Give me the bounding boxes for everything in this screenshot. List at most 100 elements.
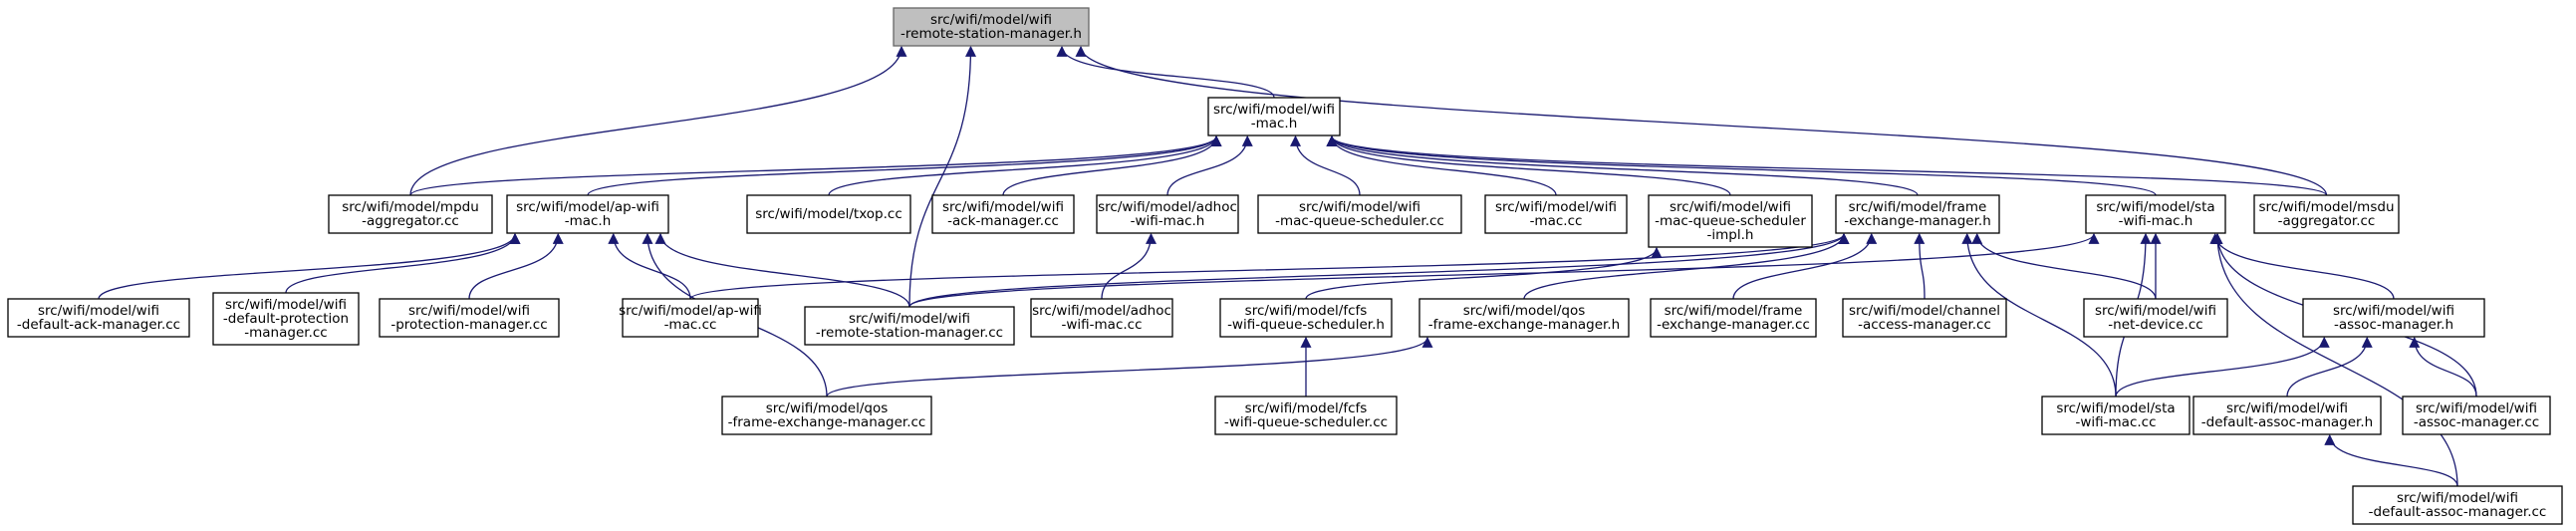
file-node[interactable]: src/wifi/model/adhoc-wifi-mac.h bbox=[1096, 194, 1239, 234]
dependency-edge bbox=[2209, 232, 2395, 300]
file-node[interactable]: src/wifi/model/wifi-assoc-manager.cc bbox=[2402, 396, 2551, 435]
root-file-node[interactable]: src/wifi/model/wifi-remote-station-manag… bbox=[893, 7, 1090, 47]
node-label: src/wifi/model/qos bbox=[766, 400, 889, 416]
file-node[interactable]: src/wifi/model/wifi-ack-manager.cc bbox=[931, 194, 1075, 234]
node-label: -wifi-mac.h bbox=[1131, 213, 1205, 229]
node-box bbox=[893, 7, 1090, 47]
node-label: -mac.h bbox=[1251, 116, 1298, 132]
node-label: src/wifi/model/fcfs bbox=[1245, 400, 1368, 416]
node-label: -net-device.cc bbox=[2108, 317, 2202, 333]
dependency-edge bbox=[1326, 134, 1557, 196]
node-box bbox=[1648, 194, 1813, 248]
node-label: -mac-queue-scheduler bbox=[1655, 213, 1806, 229]
dependency-edge bbox=[1002, 134, 1222, 196]
file-node[interactable]: src/wifi/model/wifi-default-ack-manager.… bbox=[7, 298, 190, 338]
node-label: -default-protection bbox=[223, 311, 349, 327]
file-node[interactable]: src/wifi/model/wifi-mac.cc bbox=[1484, 194, 1628, 234]
node-box bbox=[1650, 298, 1817, 338]
file-node[interactable]: src/wifi/model/fcfs-wifi-queue-scheduler… bbox=[1219, 298, 1393, 338]
file-node[interactable]: src/wifi/model/wifi-default-assoc-manage… bbox=[2352, 485, 2563, 525]
node-box bbox=[2192, 396, 2382, 435]
node-label: -impl.h bbox=[1707, 227, 1754, 243]
file-node[interactable]: src/wifi/model/msdu-aggregator.cc bbox=[2253, 194, 2400, 234]
node-box bbox=[2402, 396, 2551, 435]
node-label: -default-assoc-manager.h bbox=[2201, 414, 2373, 430]
node-label: src/wifi/model/fcfs bbox=[1245, 303, 1368, 319]
dependency-edge bbox=[1166, 134, 1253, 196]
file-node[interactable]: src/wifi/model/frame-exchange-manager.h bbox=[1835, 194, 2000, 234]
node-label: src/wifi/model/frame bbox=[1665, 303, 1803, 319]
node-box bbox=[1030, 298, 1173, 338]
dependency-edge bbox=[908, 232, 1850, 308]
node-label: -assoc-manager.h bbox=[2334, 317, 2453, 333]
dependency-edge bbox=[409, 134, 1222, 196]
file-node[interactable]: src/wifi/model/adhoc-wifi-mac.cc bbox=[1030, 298, 1173, 338]
node-label: -default-ack-manager.cc bbox=[17, 317, 180, 333]
node-label: -exchange-manager.cc bbox=[1657, 317, 1810, 333]
dependency-edge bbox=[1961, 232, 2117, 398]
dependency-edge bbox=[608, 232, 691, 300]
file-node[interactable]: src/wifi/model/channel-access-manager.cc bbox=[1842, 298, 2007, 338]
node-box bbox=[931, 194, 1075, 234]
file-node[interactable]: src/wifi/model/frame-exchange-manager.cc bbox=[1650, 298, 1817, 338]
dependency-edge bbox=[587, 134, 1222, 196]
dependency-edge bbox=[1305, 246, 1663, 300]
node-box bbox=[1484, 194, 1628, 234]
node-box bbox=[2085, 194, 2226, 234]
file-node[interactable]: src/wifi/model/wifi-default-protection-m… bbox=[212, 292, 360, 346]
node-label: src/wifi/model/wifi bbox=[38, 303, 159, 319]
file-node[interactable]: src/wifi/model/wifi-assoc-manager.h bbox=[2302, 298, 2485, 338]
node-box bbox=[622, 298, 759, 338]
dependency-edge bbox=[1326, 134, 2157, 196]
file-node[interactable]: src/wifi/model/qos-frame-exchange-manage… bbox=[721, 396, 932, 435]
node-label: -mac-queue-scheduler.cc bbox=[1275, 213, 1444, 229]
file-node[interactable]: src/wifi/model/wifi-mac-queue-scheduler.… bbox=[1257, 194, 1462, 234]
node-label: src/wifi/model/sta bbox=[2096, 199, 2214, 215]
dependency-edge bbox=[908, 45, 976, 308]
file-node[interactable]: src/wifi/model/wifi-protection-manager.c… bbox=[379, 298, 560, 338]
file-node[interactable]: src/wifi/model/sta-wifi-mac.h bbox=[2085, 194, 2226, 234]
file-node[interactable]: src/wifi/model/mpdu-aggregator.cc bbox=[328, 194, 493, 234]
node-box bbox=[328, 194, 493, 234]
node-label: -access-manager.cc bbox=[1858, 317, 1991, 333]
node-box bbox=[212, 292, 360, 346]
node-label: -wifi-queue-scheduler.h bbox=[1227, 317, 1385, 333]
dependency-edge bbox=[1075, 45, 2328, 196]
node-box bbox=[1214, 396, 1398, 435]
file-node[interactable]: src/wifi/model/wifi-mac-queue-scheduler-… bbox=[1648, 194, 1813, 248]
node-label: -ack-manager.cc bbox=[947, 213, 1059, 229]
node-label: -wifi-mac.cc bbox=[2075, 414, 2156, 430]
node-box bbox=[721, 396, 932, 435]
node-label: src/wifi/model/ap-wifi bbox=[516, 199, 659, 215]
node-label: src/wifi/model/wifi bbox=[1495, 199, 1617, 215]
node-label: src/wifi/model/qos bbox=[1463, 303, 1586, 319]
node-box bbox=[1835, 194, 2000, 234]
dependency-edge bbox=[2409, 336, 2477, 398]
node-box bbox=[746, 194, 911, 234]
node-label: src/wifi/model/wifi bbox=[1213, 102, 1335, 118]
file-node[interactable]: src/wifi/model/qos-frame-exchange-manage… bbox=[1418, 298, 1630, 338]
file-node[interactable]: src/wifi/model/wifi-mac.h bbox=[1207, 97, 1341, 136]
file-node[interactable]: src/wifi/model/ap-wifi-mac.h bbox=[506, 194, 669, 234]
file-node[interactable]: src/wifi/model/wifi-net-device.cc bbox=[2083, 298, 2228, 338]
file-node[interactable]: src/wifi/model/wifi-remote-station-manag… bbox=[804, 306, 1015, 346]
node-label: -mac.cc bbox=[664, 317, 717, 333]
node-label: src/wifi/model/wifi bbox=[2333, 303, 2454, 319]
node-label: src/wifi/model/wifi bbox=[1670, 199, 1791, 215]
node-label: -frame-exchange-manager.h bbox=[1428, 317, 1620, 333]
file-node[interactable]: src/wifi/model/txop.cc bbox=[746, 194, 911, 234]
dependency-edge bbox=[654, 232, 910, 308]
node-label: src/wifi/model/txop.cc bbox=[755, 206, 902, 222]
dependency-edge bbox=[2211, 232, 2458, 487]
file-node[interactable]: src/wifi/model/sta-wifi-mac.cc bbox=[2041, 396, 2190, 435]
file-node[interactable]: src/wifi/model/wifi-default-assoc-manage… bbox=[2192, 396, 2382, 435]
node-box bbox=[7, 298, 190, 338]
node-label: -frame-exchange-manager.cc bbox=[728, 414, 926, 430]
file-node[interactable]: src/wifi/model/ap-wifi-mac.cc bbox=[619, 298, 762, 338]
node-label: -aggregator.cc bbox=[362, 213, 459, 229]
dependency-edge bbox=[1056, 45, 1275, 99]
node-label: src/wifi/model/wifi bbox=[2095, 303, 2216, 319]
file-node[interactable]: src/wifi/model/fcfs-wifi-queue-scheduler… bbox=[1214, 396, 1398, 435]
dependency-edge bbox=[468, 232, 564, 300]
dependency-edge bbox=[1971, 232, 2157, 300]
